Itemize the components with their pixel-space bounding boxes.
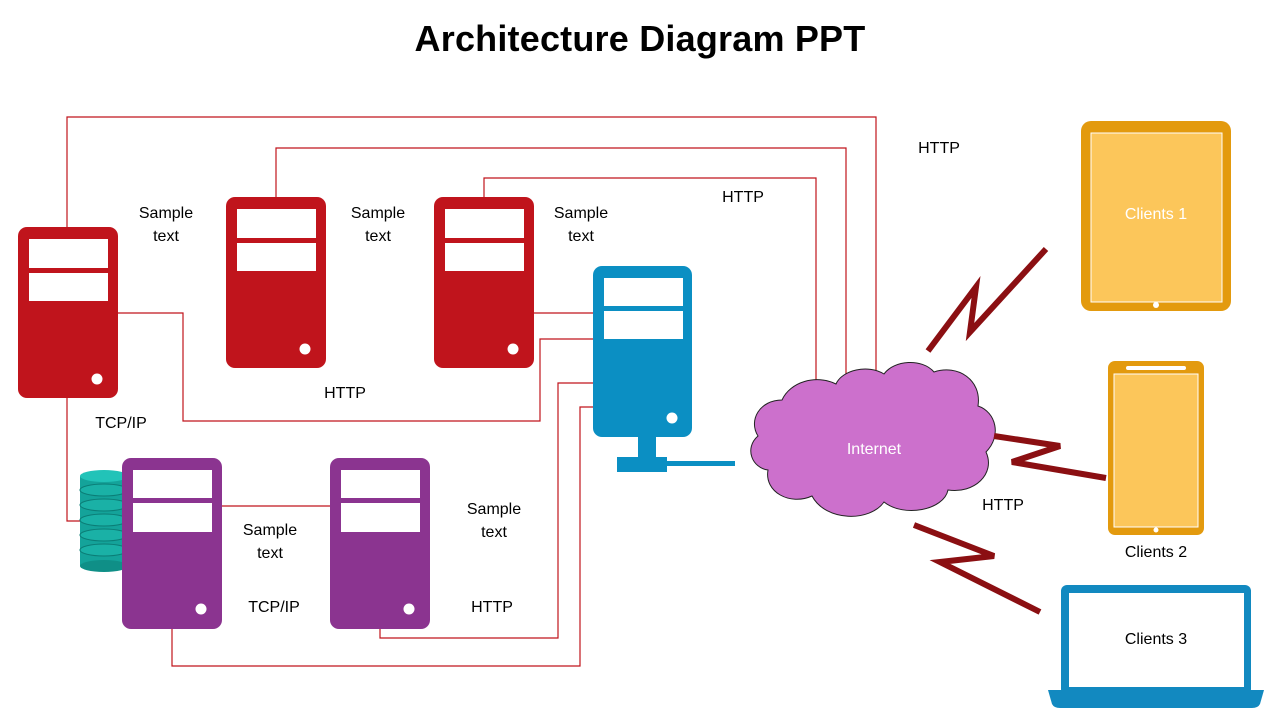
sample-text-4: Sample text bbox=[242, 522, 298, 562]
server-red-2 bbox=[226, 197, 326, 368]
laptop-client-icon: Clients 3 bbox=[1048, 585, 1264, 708]
lightning-bolt-1 bbox=[925, 246, 1049, 353]
http-label-top-right: HTTP bbox=[918, 140, 960, 157]
internet-cloud: Internet bbox=[750, 362, 996, 517]
database-icon bbox=[79, 470, 129, 572]
client-2-label: Clients 2 bbox=[1124, 544, 1188, 561]
http-label-clients: HTTP bbox=[982, 497, 1024, 514]
lightning-bolt-2 bbox=[993, 433, 1107, 481]
wire-server2-to-internet bbox=[275, 147, 847, 380]
lightning-bolts bbox=[912, 246, 1107, 615]
sample-text-5: Sample text bbox=[466, 501, 522, 541]
sample-text-3: Sample text bbox=[553, 205, 609, 245]
server-blue-hub bbox=[593, 266, 735, 472]
client-1-label: Clients 1 bbox=[1125, 206, 1187, 223]
page-title: Architecture Diagram PPT bbox=[414, 18, 866, 59]
sample-text-1: Sample text bbox=[138, 205, 194, 245]
lightning-bolt-3 bbox=[912, 522, 1042, 615]
server-red-3 bbox=[434, 197, 534, 368]
server-purple-1 bbox=[122, 458, 222, 629]
connection-lines bbox=[66, 116, 877, 667]
wire-server5-to-hub bbox=[379, 382, 596, 639]
tcpip-label-left: TCP/IP bbox=[95, 415, 147, 432]
phone-client-icon bbox=[1108, 361, 1204, 535]
sample-text-2: Sample text bbox=[350, 205, 406, 245]
server-purple-2 bbox=[330, 458, 430, 629]
tablet-client-icon: Clients 1 bbox=[1081, 121, 1231, 311]
server-red-1 bbox=[18, 227, 118, 398]
http-label-middle: HTTP bbox=[324, 385, 366, 402]
client-3-label: Clients 3 bbox=[1125, 631, 1187, 648]
wire-server1-to-hub bbox=[117, 312, 596, 422]
http-label-upper: HTTP bbox=[722, 189, 764, 206]
tcpip-label-bottom: TCP/IP bbox=[248, 599, 300, 616]
http-label-bottom: HTTP bbox=[471, 599, 513, 616]
wire-server4-to-hub bbox=[171, 406, 596, 667]
internet-label: Internet bbox=[847, 441, 902, 458]
